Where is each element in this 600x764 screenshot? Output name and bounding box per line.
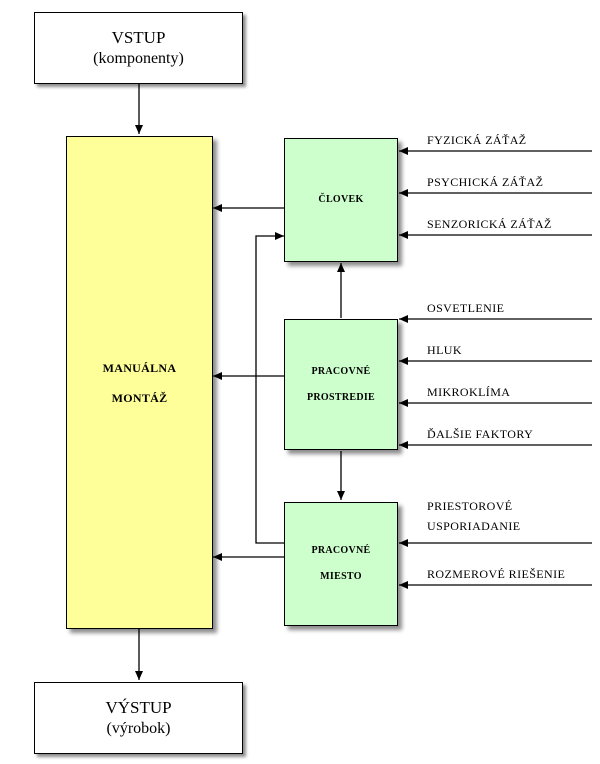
clovek-label: ČLOVEK	[318, 194, 364, 205]
factor-label-rozmerove: ROZMEROVÉ RIEŠENIE	[427, 567, 566, 581]
factor-label-priestorove: PRIESTOROVÉ	[427, 499, 513, 513]
output-subtitle: (výrobok)	[106, 720, 171, 737]
output-box: VÝSTUP (výrobok)	[34, 682, 243, 754]
factor-label-hluk: HLUK	[427, 343, 462, 357]
input-box: VSTUP (komponenty)	[34, 12, 243, 84]
prostredie-label-line1: PRACOVNÉ	[311, 365, 371, 377]
main-label-line1: MANUÁLNA	[102, 360, 177, 375]
clovek-box: ČLOVEK	[284, 138, 398, 262]
factor-label-usporiadanie: USPORIADANIE	[427, 519, 521, 533]
manual-assembly-box: MANUÁLNA MONTÁŽ	[66, 136, 213, 629]
miesto-label-line1: PRACOVNÉ	[311, 545, 371, 556]
miesto-label-line2: MIESTO	[320, 571, 362, 582]
prostredie-label-line2: PROSTREDIE	[306, 391, 375, 403]
prostredie-box: PRACOVNÉ PROSTREDIE	[284, 319, 398, 450]
arrow-miesto-to-clovek	[255, 232, 284, 544]
factor-label-psychicka: PSYCHICKÁ ZÁŤAŽ	[427, 175, 544, 189]
input-subtitle: (komponenty)	[93, 50, 184, 67]
input-title: VSTUP	[111, 28, 166, 47]
main-label-line2: MONTÁŽ	[111, 390, 168, 405]
factor-label-mikroklima: MIKROKLÍMA	[427, 385, 511, 399]
factor-label-osvetlenie: OSVETLENIE	[427, 301, 505, 315]
output-title: VÝSTUP	[105, 698, 172, 717]
factor-label-senzoricka: SENZORICKÁ ZÁŤAŽ	[427, 217, 552, 231]
miesto-box: PRACOVNÉ MIESTO	[284, 502, 398, 626]
factor-label-fyzicka: FYZICKÁ ZÁŤAŽ	[427, 133, 527, 147]
factor-label-dalsie: ĎALŠIE FAKTORY	[427, 427, 534, 441]
